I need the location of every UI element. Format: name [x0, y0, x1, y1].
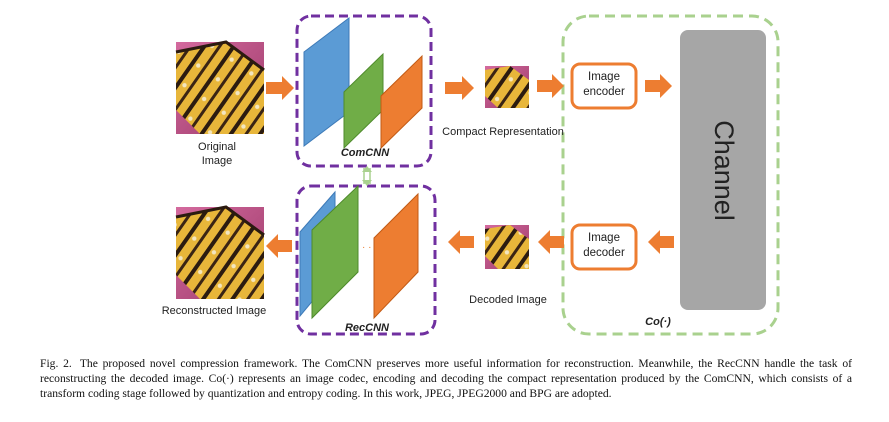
- decoder-label-line-2: decoder: [583, 247, 625, 259]
- comcnn-box: [295, 14, 433, 168]
- original-image-label: Original Image: [182, 140, 252, 168]
- arrow-channel-to-decoder: [648, 230, 674, 254]
- decoded-image-label: Decoded Image: [469, 294, 547, 306]
- arrow-original-to-comcnn: [266, 76, 294, 100]
- encoder-label: Image encoder: [572, 70, 636, 100]
- arrow-decoded-to-reccnn: [448, 230, 474, 254]
- reccnn-layer-green: [311, 184, 359, 320]
- arrow-compact-to-encoder: [537, 74, 564, 98]
- channel-label: Channel: [708, 119, 739, 221]
- decoder-label-line-1: Image: [588, 232, 620, 244]
- reccnn-ellipsis: · · ·: [362, 242, 378, 253]
- arrow-encoder-to-channel: [645, 74, 672, 98]
- reccnn-box: [295, 184, 437, 336]
- comcnn-label: ComCNN: [340, 147, 390, 159]
- channel-label-wrap: Channel: [680, 30, 766, 310]
- arrow-reccnn-to-reconstructed: [266, 234, 292, 258]
- original-label-line-1: Original: [198, 141, 236, 153]
- joint-connector: [362, 166, 372, 186]
- decoded-image: [485, 225, 529, 269]
- compact-representation-label: Compact Representation: [442, 126, 564, 138]
- codec-box: [561, 14, 780, 336]
- comcnn-layer-blue: [303, 16, 350, 148]
- decoder-box: [570, 223, 638, 271]
- original-label-line-2: Image: [201, 155, 233, 167]
- decoder-label: Image decoder: [572, 231, 636, 261]
- flow-arrows: [266, 74, 674, 258]
- arrow-decoder-to-decoded: [538, 230, 564, 254]
- comcnn-layer-green: [343, 52, 384, 150]
- reconstructed-image: [175, 205, 265, 299]
- caption-text: The proposed novel compression framework…: [40, 357, 852, 400]
- encoder-label-line-1: Image: [588, 71, 620, 83]
- comcnn-layer-orange: [380, 54, 423, 150]
- original-image: [175, 40, 265, 134]
- reccnn-label: RecCNN: [344, 322, 389, 334]
- encoder-box: [570, 62, 638, 110]
- channel-bar: [680, 30, 766, 310]
- arrow-comcnn-to-compact: [445, 76, 474, 100]
- encoder-label-line-2: encoder: [583, 86, 625, 98]
- codec-label: Co(·): [645, 316, 671, 328]
- compact-image: [485, 66, 529, 108]
- reccnn-layer-orange: [373, 192, 419, 320]
- reconstructed-image-label: Reconstructed Image: [161, 305, 267, 317]
- figure-number: Fig. 2.: [40, 357, 72, 370]
- figure-caption: Fig. 2.The proposed novel compression fr…: [40, 356, 852, 401]
